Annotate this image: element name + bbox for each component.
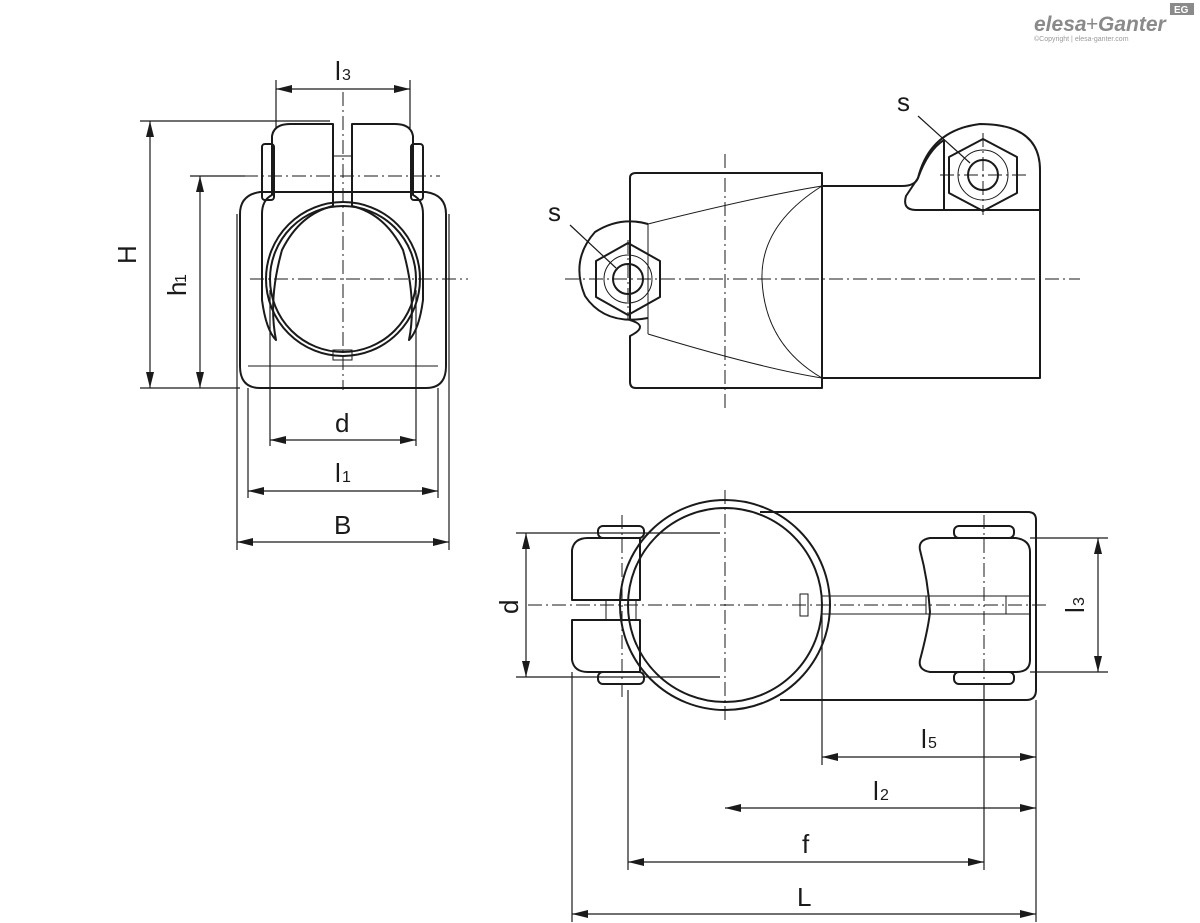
- label-d-plan: d: [494, 600, 524, 614]
- plan-left-bolt-bottom: [597, 671, 645, 685]
- label-s-upper: s: [897, 87, 910, 117]
- plan-dimensions: d l 3 l 5 l 2 f L: [494, 532, 1108, 922]
- label-s-lower: s: [548, 197, 561, 227]
- plan-right-clamp: [918, 537, 1031, 673]
- plan-view: [528, 490, 1050, 720]
- label-B: B: [334, 510, 351, 540]
- side-view: s s: [548, 87, 1080, 410]
- logo-brand-right: Ganter: [1098, 13, 1168, 36]
- leader-s-lower: [569, 224, 617, 269]
- label-l1-sub: 1: [342, 469, 351, 486]
- front-bolt-head-right: [410, 143, 424, 201]
- side-right-tube: [822, 139, 1041, 379]
- logo-brand-left: elesa: [1034, 13, 1087, 36]
- side-lower-lug: [578, 220, 649, 321]
- front-dimensions: l 3 H h 1 d l 1 B: [112, 56, 450, 550]
- front-clamp-left: [261, 123, 334, 341]
- label-d-front: d: [335, 408, 349, 438]
- label-l2: l: [873, 776, 879, 806]
- label-l5: l: [921, 724, 927, 754]
- front-bolt-head-left: [261, 143, 275, 201]
- side-upper-lug: [904, 123, 1041, 211]
- label-H: H: [112, 245, 142, 264]
- side-taper-bottom: [647, 333, 823, 379]
- label-L: L: [797, 882, 811, 912]
- leader-s-upper: [917, 115, 971, 164]
- side-left-block: [629, 172, 823, 389]
- side-taper-top: [647, 185, 823, 225]
- label-l3-top-sub: 3: [342, 67, 351, 84]
- label-l5-sub: 5: [928, 735, 937, 752]
- plan-left-bolt-top: [597, 525, 645, 539]
- brand-logo: elesa + Ganter EG ©Copyright | elesa-gan…: [1034, 3, 1194, 43]
- front-view: [239, 92, 468, 390]
- label-l1: l: [335, 458, 341, 488]
- logo-copyright: ©Copyright | elesa-ganter.com: [1034, 35, 1129, 43]
- logo-badge: EG: [1174, 5, 1189, 16]
- label-l3-plan: l: [1060, 607, 1090, 613]
- label-f: f: [802, 829, 810, 859]
- label-l3-plan-sub: 3: [1071, 597, 1088, 606]
- label-l2-sub: 2: [880, 787, 889, 804]
- front-base-block: [239, 191, 447, 389]
- label-h1-sub: 1: [173, 274, 190, 283]
- logo-badge-box: [1170, 3, 1194, 15]
- side-curve: [761, 185, 823, 379]
- logo-brand-plus: +: [1086, 13, 1098, 36]
- label-l3-top: l: [335, 56, 341, 86]
- front-clamp-right: [351, 123, 424, 341]
- label-h1: h: [162, 282, 192, 296]
